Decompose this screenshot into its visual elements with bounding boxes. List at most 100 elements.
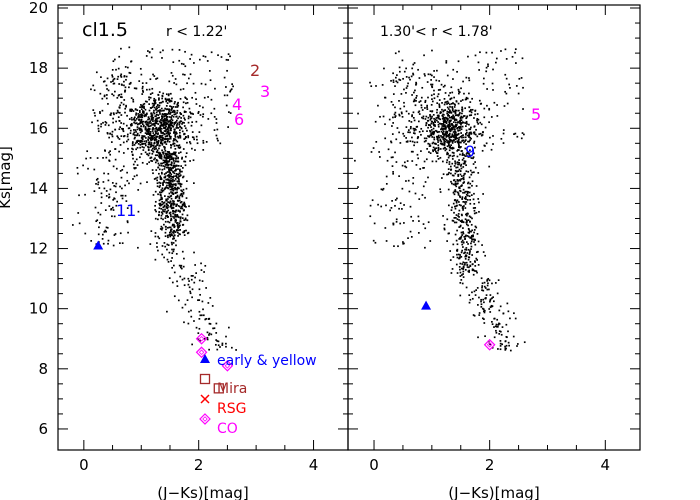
star-point — [208, 322, 211, 325]
star-point — [113, 77, 116, 80]
star-point — [435, 150, 437, 153]
star-point — [174, 135, 177, 137]
marker-early-yellow — [421, 300, 432, 310]
star-point — [158, 98, 160, 101]
star-point — [424, 246, 426, 249]
star-point — [392, 79, 395, 82]
star-point — [203, 337, 206, 340]
star-point — [463, 160, 466, 162]
star-point — [454, 233, 457, 236]
star-point — [481, 289, 483, 292]
star-point — [173, 113, 176, 116]
star-point — [216, 348, 219, 351]
star-point — [184, 155, 187, 158]
star-point — [171, 248, 173, 251]
star-point — [462, 188, 465, 191]
star-point — [465, 164, 467, 167]
star-point — [443, 109, 445, 112]
star-point — [444, 119, 446, 122]
star-point — [457, 215, 460, 217]
star-point — [445, 101, 448, 103]
star-point — [417, 120, 420, 123]
star-point — [151, 102, 154, 105]
star-point — [477, 304, 479, 306]
star-point — [184, 50, 186, 53]
star-point — [374, 120, 377, 123]
star-point — [159, 228, 162, 230]
star-point — [163, 141, 166, 144]
star-point — [169, 144, 172, 146]
star-point — [460, 165, 462, 167]
star-point — [151, 138, 154, 141]
star-point — [457, 88, 460, 91]
star-point — [139, 67, 142, 70]
star-point — [115, 204, 118, 207]
star-point — [179, 224, 181, 227]
star-point — [179, 97, 182, 100]
star-point — [475, 257, 478, 260]
star-point — [160, 138, 162, 141]
star-point — [458, 204, 461, 206]
star-point — [477, 61, 480, 64]
star-point — [461, 243, 464, 246]
star-point — [139, 146, 142, 149]
star-point — [177, 127, 180, 129]
star-point — [174, 147, 177, 150]
star-point — [195, 135, 198, 138]
star-point — [465, 219, 468, 222]
star-point — [172, 200, 174, 202]
star-point — [144, 100, 147, 103]
star-point — [396, 74, 398, 76]
star-point — [460, 87, 462, 90]
star-point — [463, 92, 465, 95]
star-point — [453, 211, 455, 214]
star-point — [447, 140, 449, 142]
star-point — [96, 119, 99, 122]
star-point — [173, 153, 176, 156]
star-point — [171, 152, 174, 155]
star-point — [180, 207, 182, 210]
star-point — [84, 193, 86, 196]
star-point — [140, 108, 143, 111]
star-point — [440, 128, 442, 131]
star-point — [151, 123, 153, 126]
star-point — [172, 210, 174, 212]
star-point — [438, 130, 440, 133]
star-point — [107, 124, 110, 127]
star-point — [180, 183, 183, 186]
star-point — [165, 155, 168, 157]
star-point — [512, 335, 515, 338]
star-point — [394, 106, 396, 109]
marker-co — [483, 338, 496, 351]
star-point — [462, 162, 465, 165]
star-point — [381, 188, 384, 191]
star-point — [164, 175, 167, 178]
star-point — [143, 140, 146, 143]
star-point — [168, 140, 171, 143]
star-point — [454, 138, 457, 141]
star-point — [213, 327, 216, 330]
star-point — [132, 163, 135, 166]
y-axis-label: Ks[mag] — [0, 146, 14, 209]
star-point — [167, 112, 170, 115]
star-point — [448, 103, 451, 106]
star-point — [151, 169, 154, 171]
star-point — [103, 94, 106, 97]
star-point — [176, 222, 178, 225]
star-point — [225, 335, 227, 338]
star-point — [479, 121, 482, 124]
star-point — [182, 204, 185, 206]
star-point — [476, 259, 478, 261]
star-point — [162, 161, 165, 164]
star-point — [174, 221, 177, 223]
star-point — [147, 136, 150, 138]
star-point — [455, 170, 458, 173]
star-point — [162, 109, 164, 112]
star-point — [157, 114, 160, 116]
star-point — [172, 142, 175, 145]
star-point — [167, 204, 169, 207]
star-point — [161, 187, 164, 190]
star-point — [451, 108, 454, 110]
star-point — [171, 167, 174, 169]
star-point — [186, 129, 188, 132]
